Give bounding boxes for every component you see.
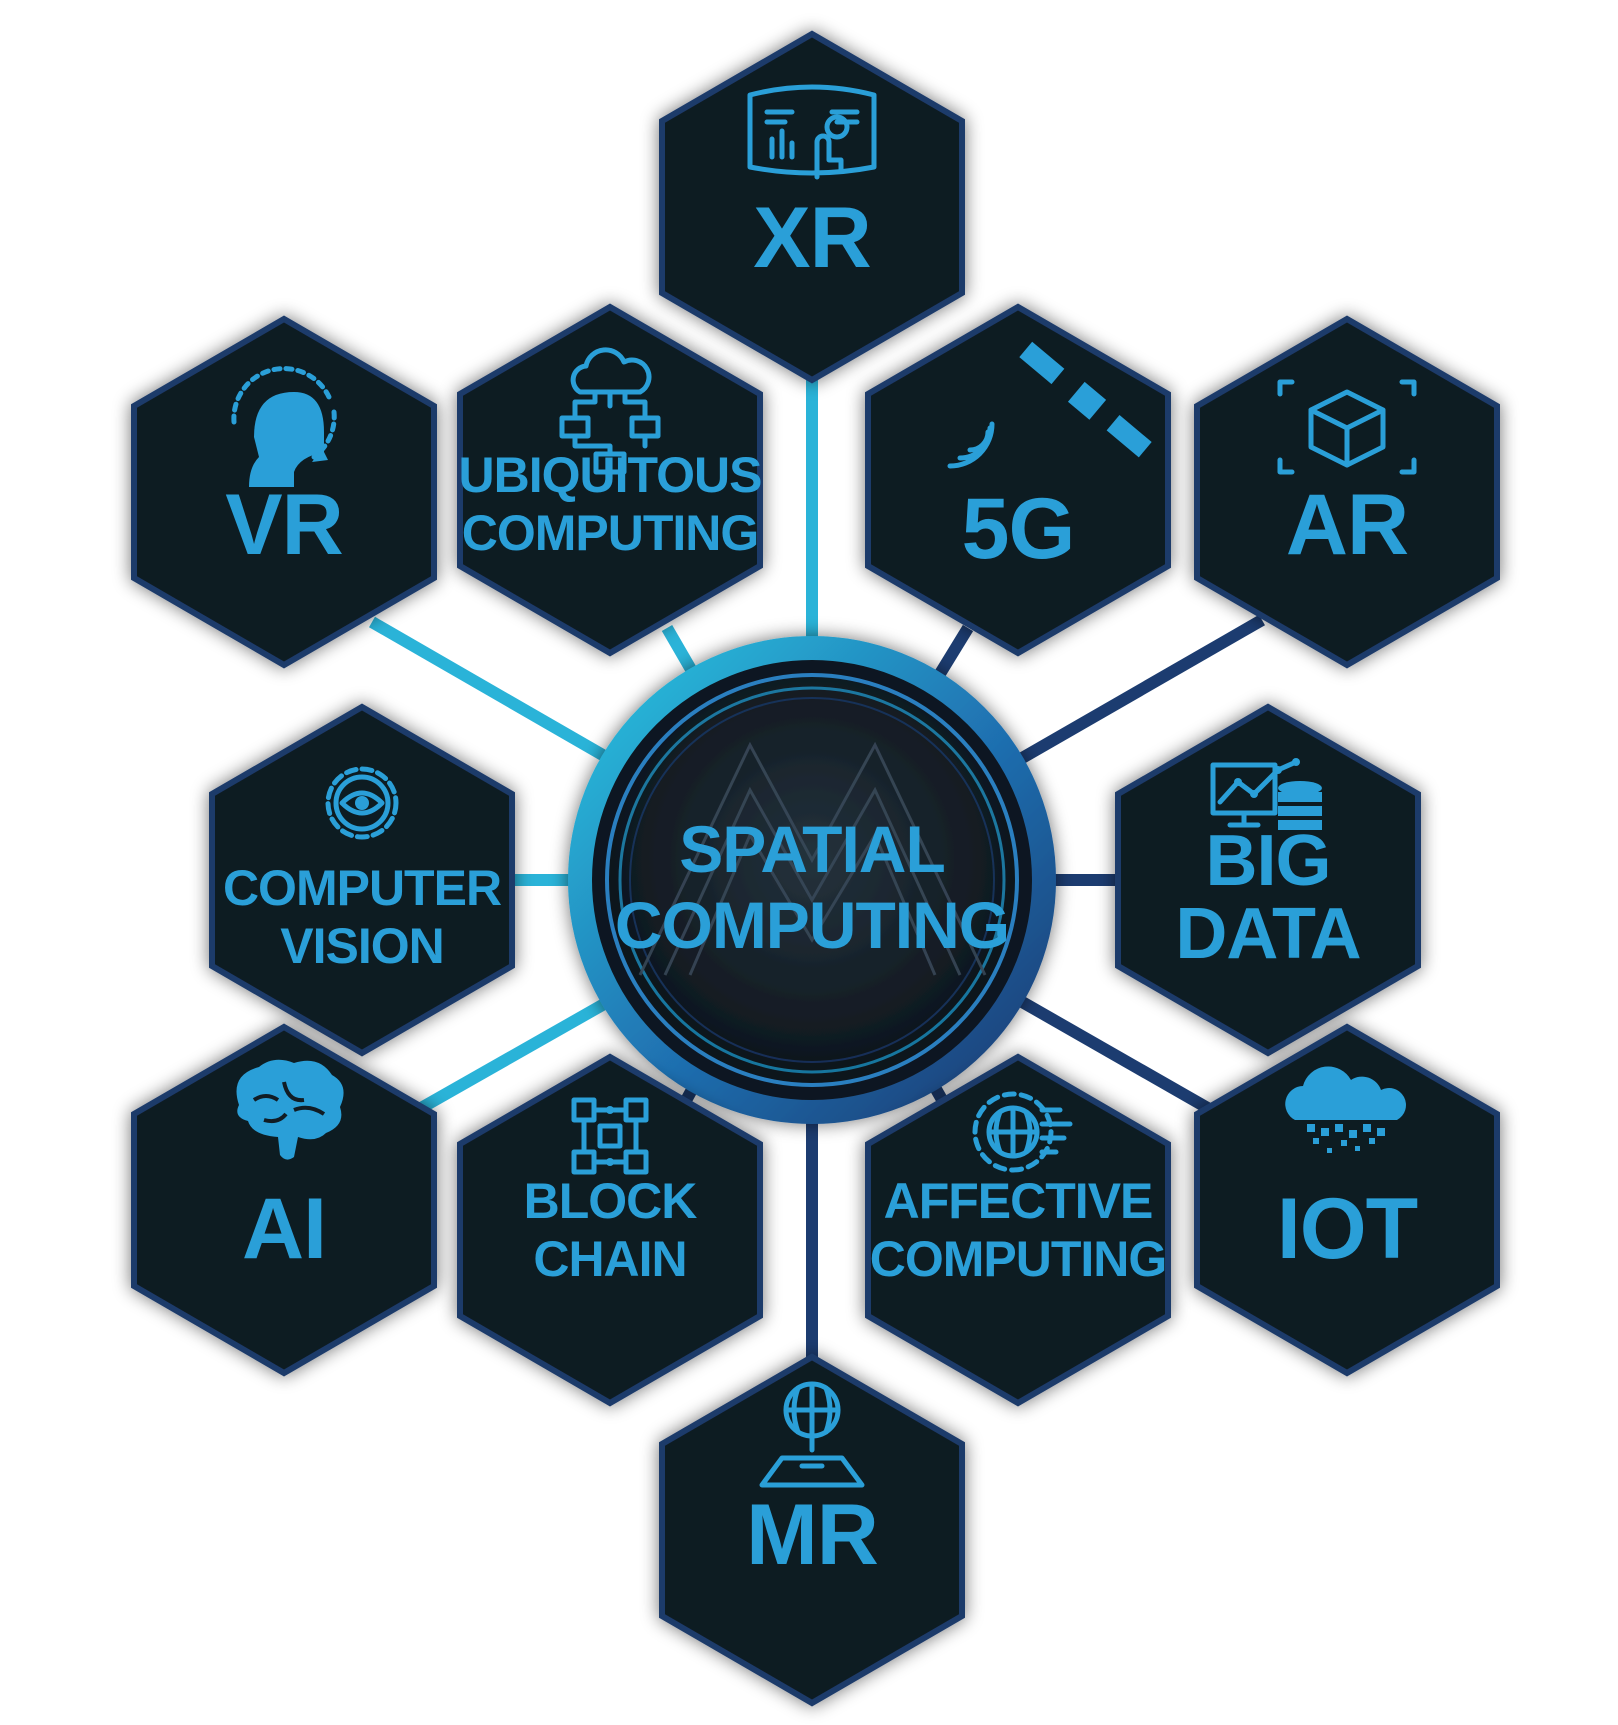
node-ubiquitous-label-line1: UBIQUITOUS (459, 447, 762, 503)
hologram-touch-icon (747, 84, 877, 180)
database-chart-icon (1210, 758, 1322, 830)
node-big-data-label-line1: BIG (1205, 821, 1330, 901)
node-computer-vision-label-line1: COMPUTER (223, 860, 502, 916)
node-xr-label: XR (753, 190, 870, 286)
connector-iot (1007, 989, 1235, 1128)
node-mr-label: MR (746, 1487, 878, 1583)
node-ai-label: AI (242, 1181, 326, 1277)
node-big-data: BIG DATA (1115, 703, 1421, 1057)
connector-ai (397, 989, 623, 1126)
gear-globe-circuit-icon (972, 1091, 1073, 1173)
center-hub: SPATIAL COMPUTING (568, 636, 1056, 1124)
node-computer-vision: COMPUTER VISION (209, 703, 515, 1057)
node-5g-label: 5G (962, 481, 1075, 577)
ar-cube-icon (1277, 379, 1417, 475)
node-vr-label: VR (225, 477, 342, 573)
vr-headset-icon (231, 366, 337, 487)
node-blockchain-label-line1: BLOCK (524, 1173, 698, 1229)
node-affective-label-line2: COMPUTING (870, 1231, 1167, 1287)
node-ubiquitous: UBIQUITOUS COMPUTING (457, 303, 763, 657)
brain-icon (236, 1059, 344, 1160)
connector-vr (369, 616, 623, 771)
node-ar-label: AR (1286, 477, 1408, 573)
pixel-cloud-icon (1285, 1066, 1406, 1153)
cloud-network-icon (559, 347, 661, 475)
node-computer-vision-label-line2: VISION (280, 918, 443, 974)
node-affective-label-line1: AFFECTIVE (884, 1173, 1153, 1229)
connector-ar (1007, 614, 1265, 771)
node-vr: VR (131, 315, 437, 669)
node-big-data-label-line2: DATA (1175, 894, 1360, 974)
center-label-line2: COMPUTING (615, 888, 1009, 962)
node-ubiquitous-label-line2: COMPUTING (462, 505, 759, 561)
node-ai: AI (131, 1023, 437, 1377)
node-iot-label: IOT (1277, 1181, 1418, 1277)
eye-gear-icon (325, 766, 399, 840)
blockchain-network-icon (571, 1097, 649, 1175)
node-ar: AR (1194, 315, 1500, 669)
satellite-icon (947, 341, 1152, 469)
node-blockchain: BLOCK CHAIN (457, 1053, 763, 1407)
globe-map-icon (759, 1381, 865, 1488)
node-xr: XR (659, 30, 965, 384)
node-5g: 5G (865, 303, 1171, 657)
center-label-line1: SPATIAL (679, 812, 945, 886)
node-blockchain-label-line2: CHAIN (533, 1231, 686, 1287)
m-logo-watermark (638, 741, 987, 976)
node-mr: MR (659, 1353, 965, 1707)
node-affective: AFFECTIVE COMPUTING (865, 1053, 1171, 1407)
node-iot: IOT (1194, 1023, 1500, 1377)
